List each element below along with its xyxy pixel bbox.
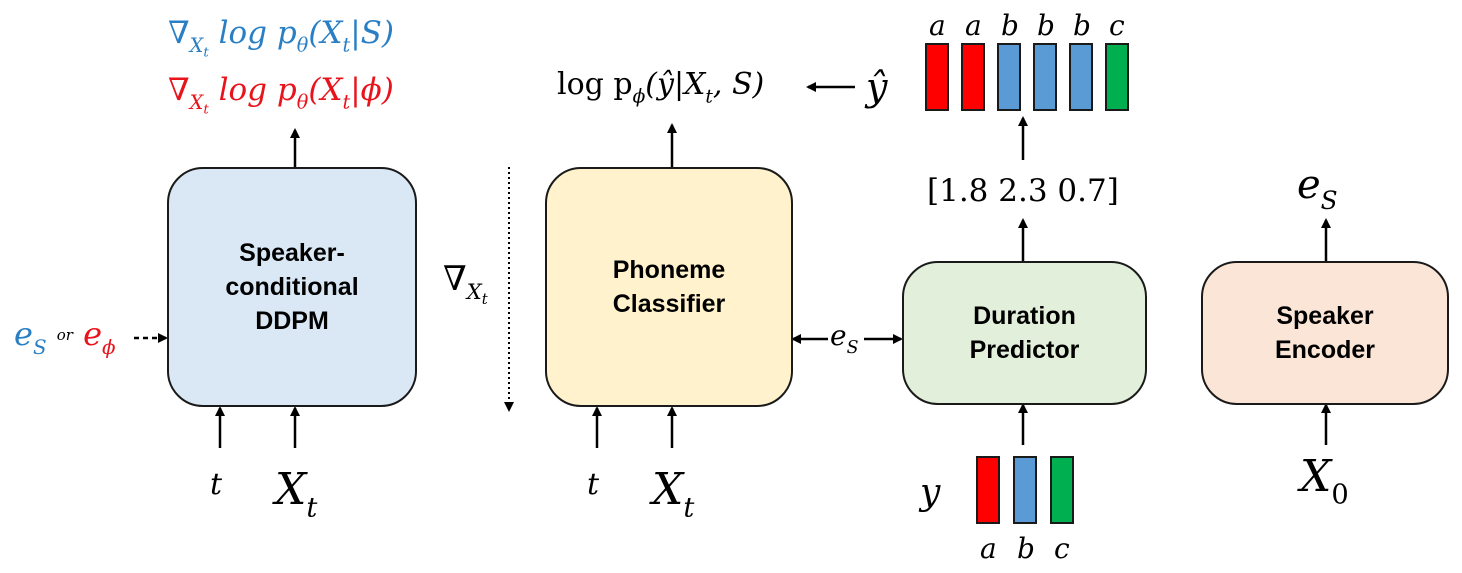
y-bar xyxy=(1050,456,1074,524)
classifier-input-x: Xt xyxy=(652,464,695,524)
ddpm-condition-label: eS or eϕ xyxy=(14,315,116,359)
duration-input-symbol: y xyxy=(920,472,941,513)
yhat-bar xyxy=(997,43,1021,111)
y-letter: b xyxy=(1017,532,1035,565)
yhat-letter: c xyxy=(1109,9,1125,42)
yhat-bar xyxy=(925,43,949,111)
yhat-letter: a xyxy=(965,9,982,42)
yhat-bar xyxy=(1033,43,1057,111)
ddpm-input-t: t xyxy=(210,467,223,502)
encoder-title: Speaker Encoder xyxy=(1274,302,1376,364)
phoneme-classifier-block: Phoneme Classifier xyxy=(545,167,793,407)
classifier-title: Phoneme Classifier xyxy=(612,256,726,318)
duration-values: [1.8 2.3 0.7] xyxy=(927,173,1119,209)
duration-predictor-block: Duration Predictor xyxy=(902,261,1147,405)
yhat-bar xyxy=(1069,43,1093,111)
yhat-bar xyxy=(961,43,985,111)
encoder-output-label: eS xyxy=(1297,162,1338,216)
classifier-output-label: log pϕ(ŷ|Xt, S) xyxy=(557,67,765,108)
ddpm-output-score-s: ∇Xt log pθ(Xt|S) xyxy=(168,15,394,61)
y-letter: c xyxy=(1054,532,1070,565)
speaker-encoder-block: Speaker Encoder xyxy=(1201,261,1449,405)
speaker-conditional-ddpm-block: Speaker- conditional DDPM xyxy=(167,167,417,407)
yhat-letter: b xyxy=(1073,9,1091,42)
yhat-letter: b xyxy=(1001,9,1019,42)
y-bar xyxy=(1013,456,1037,524)
ddpm-output-score-phi: ∇Xt log pθ(Xt|ϕ) xyxy=(168,72,394,118)
ddpm-title: Speaker- conditional DDPM xyxy=(225,239,359,335)
yhat-bar xyxy=(1105,43,1129,111)
classifier-input-t: t xyxy=(587,467,600,502)
y-bar xyxy=(976,456,1000,524)
yhat-letter: a xyxy=(929,9,946,42)
ddpm-input-x: Xt xyxy=(275,464,318,524)
encoder-input-label: X0 xyxy=(1300,451,1349,511)
duration-title: Duration Predictor xyxy=(969,302,1080,364)
es-link-label: eS xyxy=(830,319,859,358)
yhat-symbol: ŷ xyxy=(866,65,888,109)
gradient-label: ∇Xt xyxy=(443,259,488,309)
yhat-letter: b xyxy=(1037,9,1055,42)
y-letter: a xyxy=(980,532,997,565)
